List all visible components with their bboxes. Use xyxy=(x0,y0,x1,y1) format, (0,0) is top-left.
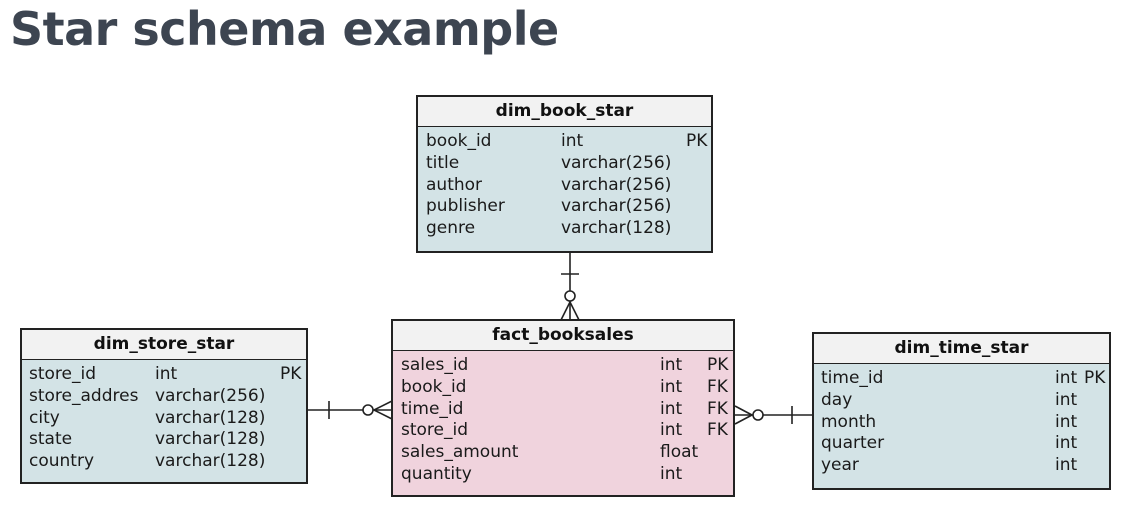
column-key: FK xyxy=(707,398,728,419)
table-row: quantity int xyxy=(393,464,733,486)
column-name: month xyxy=(821,411,877,432)
column-type: int xyxy=(1055,389,1078,410)
column-name: time_id xyxy=(401,398,464,419)
column-type: varchar(128) xyxy=(155,429,266,450)
table-row: time_id int FK xyxy=(393,399,733,421)
column-key: PK xyxy=(280,364,302,384)
column-type: int xyxy=(660,355,683,375)
column-type: int xyxy=(660,376,683,397)
table-row: state varchar(128) xyxy=(22,429,306,451)
column-name: year xyxy=(821,455,859,476)
table-row: genre varchar(128) xyxy=(418,218,711,240)
table-header: dim_store_star xyxy=(22,330,306,360)
column-name: country xyxy=(29,451,95,472)
column-name: store_addres xyxy=(29,385,139,406)
column-type: varchar(256) xyxy=(155,385,266,406)
column-type: float xyxy=(660,442,699,463)
column-type: int xyxy=(1055,455,1078,476)
column-name: day xyxy=(821,389,853,410)
column-name: state xyxy=(29,429,73,450)
link-book-fact xyxy=(560,253,580,321)
table-row: month int xyxy=(814,412,1109,434)
column-type: varchar(256) xyxy=(561,174,672,195)
column-name: store_id xyxy=(401,420,469,441)
column-name: author xyxy=(426,174,483,195)
column-name: genre xyxy=(426,218,476,239)
column-type: varchar(128) xyxy=(155,407,266,428)
column-name: quarter xyxy=(821,433,885,454)
column-name: quantity xyxy=(401,463,472,484)
link-time-fact xyxy=(734,405,813,425)
table-row: publisher varchar(256) xyxy=(418,196,711,218)
column-key: FK xyxy=(707,420,728,441)
column-type: int xyxy=(561,131,584,151)
page-title: Star schema example xyxy=(10,2,559,56)
table-row: book_id int PK xyxy=(418,131,711,153)
column-name: sales_amount xyxy=(401,442,519,463)
table-header: dim_book_star xyxy=(418,97,711,127)
link-store-fact xyxy=(308,400,393,420)
column-key: PK xyxy=(1084,368,1106,388)
column-type: int xyxy=(660,463,683,484)
table-row: city varchar(128) xyxy=(22,408,306,430)
table-row: store_id int FK xyxy=(393,420,733,442)
column-type: varchar(256) xyxy=(561,152,672,173)
column-type: int xyxy=(660,420,683,441)
column-name: sales_id xyxy=(401,355,469,375)
column-type: int xyxy=(1055,411,1078,432)
table-header: fact_booksales xyxy=(393,321,733,351)
column-type: int xyxy=(1055,433,1078,454)
table-row: book_id int FK xyxy=(393,377,733,399)
table-row: title varchar(256) xyxy=(418,153,711,175)
column-type: varchar(128) xyxy=(561,218,672,239)
table-row: sales_id int PK xyxy=(393,355,733,377)
table-row: quarter int xyxy=(814,433,1109,455)
column-name: publisher xyxy=(426,196,505,217)
column-name: store_id xyxy=(29,364,97,384)
column-name: time_id xyxy=(821,368,884,388)
column-name: title xyxy=(426,152,460,173)
table-row: sales_amount float xyxy=(393,442,733,464)
table-row: year int xyxy=(814,455,1109,477)
column-name: book_id xyxy=(401,376,467,397)
table-header: dim_time_star xyxy=(814,334,1109,364)
column-key: PK xyxy=(707,355,729,375)
table-row: store_addres varchar(256) xyxy=(22,386,306,408)
table-dim-book-star: dim_book_star book_id int PK title varchar(2… xyxy=(416,95,713,253)
column-name: book_id xyxy=(426,131,492,151)
column-type: varchar(128) xyxy=(155,451,266,472)
column-type: int xyxy=(155,364,178,384)
table-row: country varchar(128) xyxy=(22,451,306,473)
table-row: day int xyxy=(814,390,1109,412)
table-row: author varchar(256) xyxy=(418,175,711,197)
column-type: int xyxy=(1055,368,1078,388)
column-name: city xyxy=(29,407,60,428)
table-row: time_id int PK xyxy=(814,368,1109,390)
column-type: varchar(256) xyxy=(561,196,672,217)
table-row: store_id int PK xyxy=(22,364,306,386)
column-type: int xyxy=(660,398,683,419)
column-key: PK xyxy=(686,131,708,151)
column-key: FK xyxy=(707,376,728,397)
